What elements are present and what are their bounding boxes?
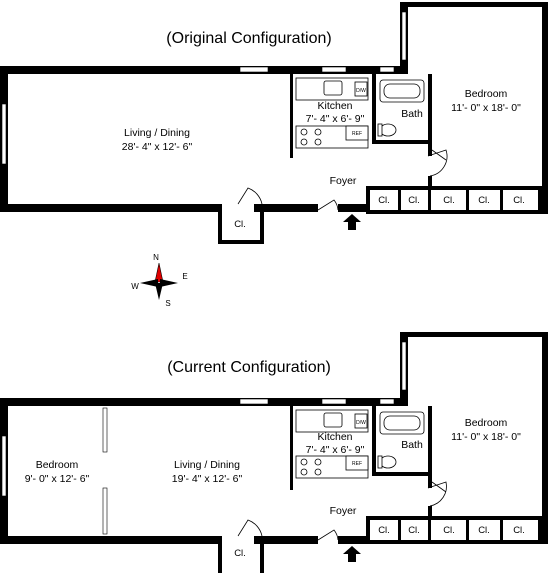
compass-north-arrow-icon [154,262,164,283]
bedroom-dims: 11'- 0" x 18'- 0" [451,102,521,114]
compass-north-label: N [153,253,159,262]
closet-label: Cl. [408,525,420,536]
partition-wall [102,407,108,535]
current-configuration-plan: (Current Configuration) [0,332,548,573]
bath-fixtures [377,79,425,137]
plan-title: (Original Configuration) [166,30,331,47]
kitchen-name: Kitchen [317,431,352,443]
bedroom-dims: 9'- 0" x 12'- 6" [25,473,90,485]
living-dining-name: Living / Dining [174,459,240,471]
closet-label: Cl. [443,195,455,206]
dishwasher-label: D/W [356,420,366,426]
windows [1,341,407,497]
foyer-label: Foyer [330,175,357,187]
kitchen-fixtures: D/W REF [295,409,369,479]
bedroom-name: Bedroom [36,459,79,471]
refrigerator-label: REF [352,131,362,137]
bedroom-name: Bedroom [465,417,508,429]
bath-name: Bath [401,108,423,120]
kitchen-dims: 7'- 4" x 6'- 9" [306,113,365,125]
closet-label: Cl. [513,195,525,206]
doors [237,481,447,541]
compass-south-label: S [165,299,170,308]
closet-label: Cl. [378,195,390,206]
closet-label: Cl. [378,525,390,536]
closet-label: Cl. [478,525,490,536]
kitchen-dims: 7'- 4" x 6'- 9" [306,444,365,456]
closet-label: Cl. [234,219,246,230]
living-dining-name: Living / Dining [124,127,190,139]
living-dining-dims: 28'- 4" x 12'- 6" [122,141,193,153]
foyer-label: Foyer [330,505,357,517]
refrigerator-label: REF [352,461,362,467]
dishwasher-label: D/W [356,88,366,94]
kitchen-fixtures: D/W REF [295,77,369,149]
closet-label: Cl. [408,195,420,206]
closet-label: Cl. [513,525,525,536]
entry-arrow-icon [343,214,361,230]
plan-title: (Current Configuration) [167,359,331,376]
original-configuration-plan: (Original Configuration) [0,2,548,244]
entry-arrow-icon [343,546,361,562]
bath-fixtures [377,411,425,469]
bedroom-name: Bedroom [465,88,508,100]
kitchen-name: Kitchen [317,100,352,112]
bedroom-dims: 11'- 0" x 18'- 0" [451,431,521,443]
living-dining-dims: 19'- 4" x 12'- 6" [172,473,243,485]
compass-east-label: E [182,272,187,281]
compass-rose: N E S W [131,253,187,308]
closet-label: Cl. [443,525,455,536]
bath-name: Bath [401,439,423,451]
windows [1,11,407,165]
doors [237,149,448,211]
closet-label: Cl. [234,548,246,559]
closet-label: Cl. [478,195,490,206]
compass-west-label: W [131,282,139,291]
